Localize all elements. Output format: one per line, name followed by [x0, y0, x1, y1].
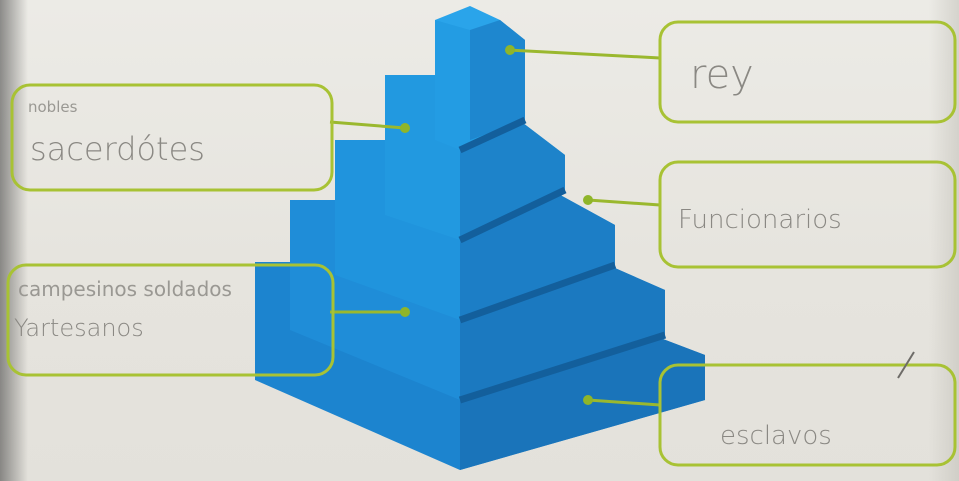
label-funcionarios: Funcionarios: [678, 205, 842, 235]
connector-dot-rey: [505, 45, 515, 55]
connectors: [329, 45, 661, 407]
label-campesinos: campesinos soldados: [18, 277, 232, 301]
step-ledge-3: [458, 261, 617, 324]
connector-dot-campesinos: [400, 307, 410, 317]
label-esclavos: esclavos: [720, 421, 832, 451]
label-sacerdotes: sacerdótes: [30, 130, 205, 168]
frame-funcionarios: [658, 160, 957, 269]
step-ledge-1: [458, 116, 527, 154]
step-ledge-2: [458, 186, 567, 244]
connector-sacerdotes: [329, 120, 406, 130]
pen-mark: [897, 351, 915, 379]
connector-rey: [507, 48, 661, 60]
connector-dot-sacerdotes: [400, 123, 410, 133]
step-ledge-4: [458, 331, 667, 404]
label-artesanos: Yartesanos: [14, 314, 144, 342]
label-frames: [6, 20, 957, 467]
connector-dot-funcionarios: [583, 195, 593, 205]
connector-esclavos: [587, 398, 661, 407]
label-nobles: nobles: [28, 98, 78, 116]
frame-rey: [658, 20, 957, 124]
connector-funcionarios: [587, 198, 661, 207]
frame-esclavos: [658, 363, 957, 467]
stepped-pyramid: [255, 6, 705, 470]
label-rey: rey: [690, 52, 754, 98]
page-shadow: [0, 0, 28, 481]
frame-sacerdotes: [10, 83, 334, 192]
frame-campesinos: [6, 263, 335, 377]
pyramid-top-cap: [435, 6, 500, 30]
connector-dot-esclavos: [583, 395, 593, 405]
